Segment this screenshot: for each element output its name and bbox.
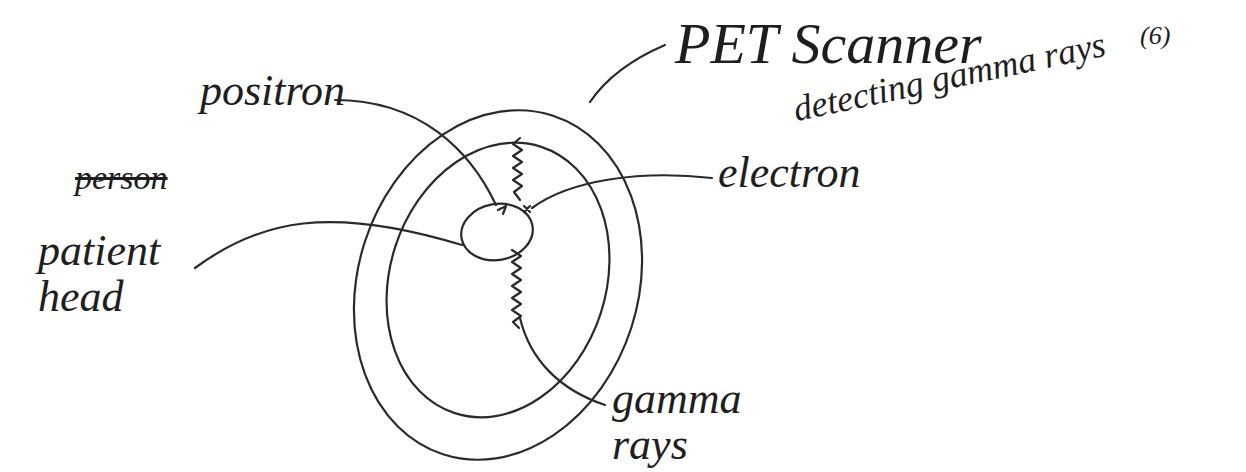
positron-dot	[498, 206, 506, 214]
crossed-out-word: person	[75, 160, 168, 196]
gamma-ray-up	[513, 138, 522, 200]
leader-line	[195, 222, 462, 268]
electron-dot	[524, 206, 530, 212]
part-label: electron	[718, 150, 861, 196]
leader-line	[590, 45, 665, 102]
question-marks: (6)	[1140, 22, 1170, 49]
leader-line	[520, 318, 605, 405]
part-label: gamma rays	[612, 376, 762, 468]
patient-head	[457, 198, 538, 266]
scanner-inner-ring	[352, 113, 644, 446]
part-label: positron	[200, 68, 345, 114]
part-label: patient head	[38, 228, 188, 320]
leader-line	[335, 100, 496, 205]
gamma-ray-down	[512, 250, 521, 328]
leader-line	[532, 175, 712, 208]
